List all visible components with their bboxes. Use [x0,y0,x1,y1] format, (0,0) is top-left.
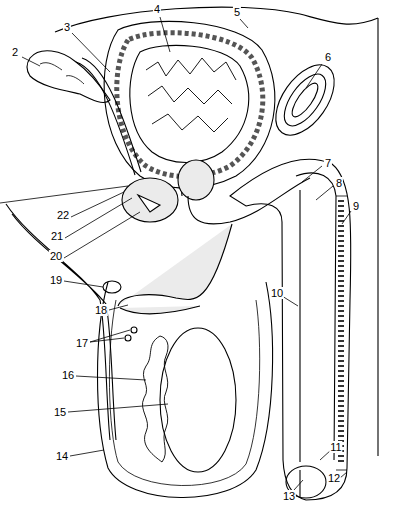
callout-number: 12 [327,472,341,484]
seminal-vesicle [27,51,110,103]
vas-deferens-ampulla [76,58,141,175]
callout-number: 9 [352,200,360,212]
callout-number: 5 [233,6,241,18]
bladder-muscle [117,33,263,177]
appendage [125,335,131,341]
urethra [188,178,310,224]
callout-number: 22 [56,209,70,221]
callout-number: 8 [335,177,343,189]
callout-number: 10 [270,287,284,299]
corpus-edge [336,196,347,470]
callout-number: 17 [75,337,89,349]
spermatic-cord [6,204,116,440]
prostate [122,178,178,222]
callout-number: 2 [11,46,19,58]
ejaculatory-duct [138,195,160,212]
callout-number: 21 [50,230,64,242]
appendage [131,327,137,333]
tunica [109,300,259,486]
testis [160,328,236,472]
penis-bulb [118,224,232,314]
callout-number: 16 [61,369,75,381]
penis-outline [230,159,351,500]
callout-number: 3 [63,21,71,33]
callout-number: 15 [53,406,67,418]
epididymis [142,336,168,462]
callout-number: 11 [329,441,342,453]
callout-number: 7 [324,157,332,169]
callout-number: 6 [324,51,332,63]
vesicle-folds [40,63,84,84]
body-outline [377,18,378,456]
callout-number: 13 [282,490,296,502]
bladder-folds [146,58,236,132]
callout-number: 20 [49,250,63,262]
prostate-lobe [178,160,214,200]
peritoneum-line [55,7,378,32]
callout-number: 4 [153,3,161,15]
corpus-cavernosum [296,173,336,462]
callout-number: 14 [55,450,69,462]
corpus-spongiosum [338,200,344,462]
scrotum [98,282,273,498]
callout-number: 19 [49,274,63,286]
leader-lines [0,17,351,490]
callout-number: 18 [94,304,108,316]
bladder-lumen [130,45,249,162]
pubic-bone [264,55,346,146]
